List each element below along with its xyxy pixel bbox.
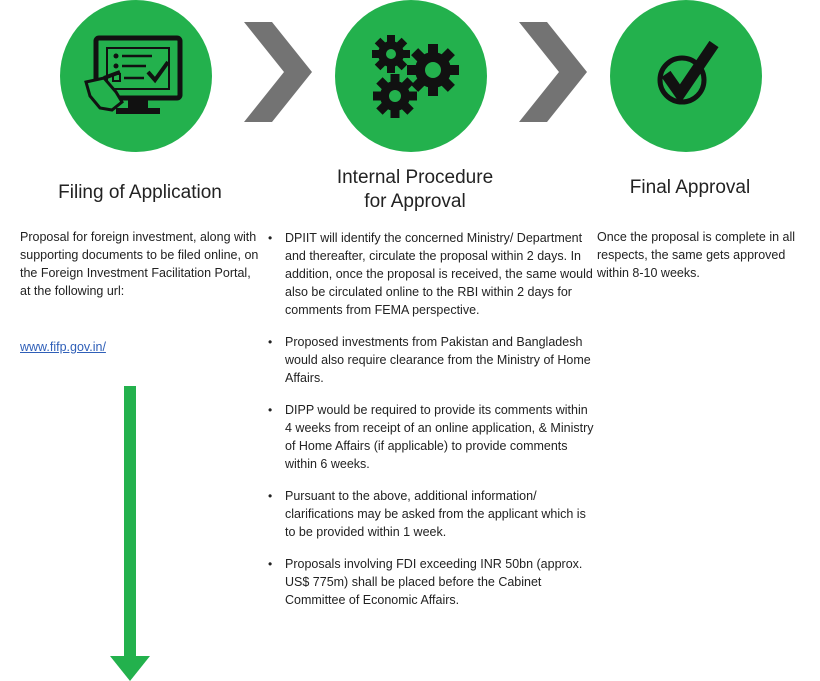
fifp-portal-link[interactable]: www.fifp.gov.in/ (20, 340, 106, 354)
gears-icon (372, 35, 459, 118)
list-item: Proposed investments from Pakistan and B… (266, 333, 598, 387)
computer-checklist-icon (84, 35, 183, 114)
step3-heading: Final Approval (629, 177, 751, 198)
step2-heading-line1: Internal Procedure (336, 167, 494, 188)
step3-circle (610, 0, 762, 152)
chevron-right-icon (238, 18, 318, 126)
arrow-down-icon (110, 386, 150, 681)
step1-heading: Filing of Application (58, 182, 222, 203)
list-item: DIPP would be required to provide its co… (266, 401, 598, 473)
checkmark-icon (657, 40, 719, 105)
step2-bullet-list: DPIIT will identify the concerned Minist… (266, 229, 598, 623)
chevron-right-icon (513, 18, 593, 126)
list-item: Proposals involving FDI exceeding INR 50… (266, 555, 598, 609)
step3-description: Once the proposal is complete in all res… (597, 230, 796, 280)
step2-circle (335, 0, 487, 152)
step1-circle (60, 0, 212, 152)
step1-description: Proposal for foreign investment, along w… (20, 230, 259, 298)
step2-heading: Internal Procedure for Approval (290, 166, 540, 214)
list-item: DPIIT will identify the concerned Minist… (266, 229, 598, 319)
step2-heading-line2: for Approval (364, 191, 466, 212)
list-item: Pursuant to the above, additional inform… (266, 487, 598, 541)
